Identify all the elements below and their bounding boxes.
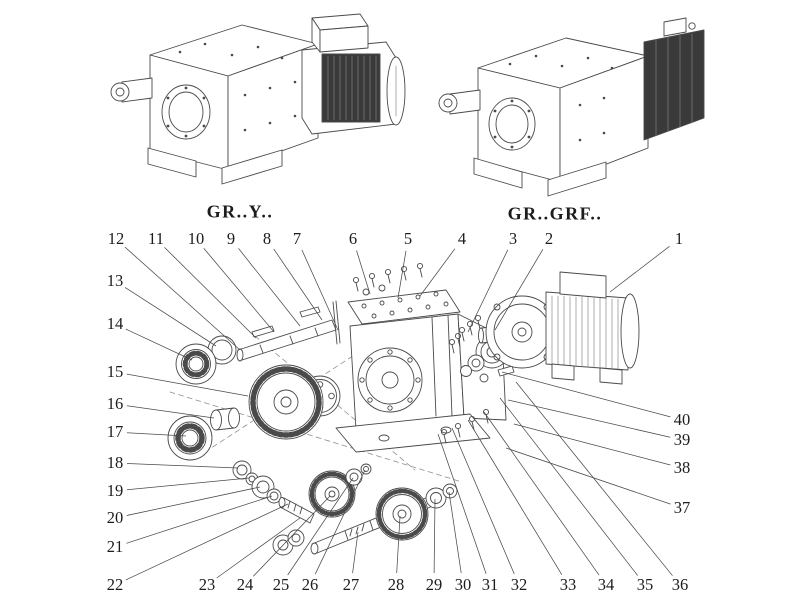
leader-line-1 (609, 246, 670, 293)
motor-exploded (478, 271, 640, 385)
callout-14: 14 (106, 313, 124, 333)
leader-line-16 (126, 405, 215, 419)
leader-line-37 (505, 447, 671, 505)
callout-38: 38 (673, 457, 691, 477)
leader-line-6 (356, 250, 371, 295)
cover-bolts (352, 262, 424, 296)
leader-line-33 (467, 419, 563, 575)
leader-line-9 (238, 248, 301, 327)
leader-line-39 (507, 399, 671, 438)
leader-line-7 (301, 249, 339, 331)
leader-line-23 (216, 517, 301, 579)
callout-20: 20 (106, 507, 124, 527)
leader-line-21 (126, 495, 273, 544)
model-label-gr-y: GR..Y.. (206, 201, 274, 222)
leader-line-2 (494, 249, 544, 331)
callout-26: 26 (301, 574, 319, 594)
callout-18: 18 (106, 452, 124, 472)
callout-5: 5 (403, 228, 413, 248)
leader-line-17 (126, 432, 187, 437)
leader-line-22 (125, 503, 289, 581)
callout-27: 27 (342, 574, 360, 594)
leader-line-40 (501, 371, 671, 418)
leader-line-27 (352, 531, 359, 574)
callout-6: 6 (348, 228, 358, 248)
callout-24: 24 (236, 574, 254, 594)
callout-9: 9 (226, 228, 236, 248)
leader-line-14 (125, 328, 193, 361)
leader-line-5 (397, 250, 407, 299)
callout-3: 3 (508, 228, 518, 248)
leader-line-25 (287, 477, 354, 576)
callout-37: 37 (673, 497, 691, 517)
callout-32: 32 (510, 574, 528, 594)
leader-line-31 (437, 433, 487, 574)
left-bearings-and-seals (167, 335, 237, 461)
leader-line-19 (126, 477, 250, 491)
leader-line-24 (253, 495, 331, 577)
leader-line-34 (483, 411, 600, 576)
callout-36: 36 (671, 574, 689, 594)
leader-line-3 (467, 249, 509, 333)
leader-line-35 (499, 397, 638, 576)
callout-34: 34 (597, 574, 615, 594)
callout-23: 23 (198, 574, 216, 594)
callout-8: 8 (262, 228, 272, 248)
gear-housing (335, 289, 507, 453)
exploded-view (167, 262, 640, 556)
callout-12: 12 (107, 228, 125, 248)
callout-19: 19 (106, 480, 124, 500)
gearbox-with-flange-drawing (438, 17, 705, 197)
leader-line-10 (203, 247, 275, 333)
callout-16: 16 (106, 393, 124, 413)
leader-line-30 (448, 491, 462, 574)
model-label-gr-grf: GR..GRF.. (507, 203, 603, 224)
leader-line-11 (164, 247, 257, 339)
callout-2: 2 (544, 228, 554, 248)
callout-22: 22 (106, 574, 124, 594)
input-shaft-assembly (236, 300, 341, 362)
callout-33: 33 (559, 574, 577, 594)
callout-1: 1 (674, 228, 684, 248)
leader-line-8 (273, 248, 323, 321)
callout-35: 35 (636, 574, 654, 594)
callout-31: 31 (481, 574, 499, 594)
callout-15: 15 (106, 361, 124, 381)
callout-4: 4 (457, 228, 467, 248)
callout-7: 7 (292, 228, 302, 248)
callout-30: 30 (454, 574, 472, 594)
leader-line-20 (126, 486, 261, 516)
leader-line-12 (124, 246, 241, 351)
leader-lines (124, 246, 673, 581)
leader-line-15 (126, 373, 249, 397)
callout-29: 29 (425, 574, 443, 594)
callout-28: 28 (387, 574, 405, 594)
output-shaft-assembly (272, 483, 458, 556)
callout-17: 17 (106, 421, 124, 441)
callout-11: 11 (148, 228, 164, 248)
leader-line-38 (513, 423, 671, 466)
callout-39: 39 (673, 429, 691, 449)
intermediate-pinion-assembly (232, 460, 315, 524)
leader-line-36 (515, 381, 673, 576)
callout-21: 21 (106, 536, 124, 556)
second-gear-assembly (308, 463, 372, 518)
leader-line-18 (126, 463, 239, 469)
leader-line-26 (314, 469, 366, 575)
leader-line-28 (396, 515, 401, 574)
callout-40: 40 (673, 409, 691, 429)
callout-10: 10 (187, 228, 205, 248)
leader-line-32 (451, 427, 515, 575)
callout-13: 13 (106, 270, 124, 290)
large-gear-assembly (210, 364, 341, 440)
leader-line-4 (419, 248, 456, 297)
callout-25: 25 (272, 574, 290, 594)
gearbox-with-motor-drawing (110, 13, 406, 185)
leader-line-29 (433, 498, 436, 574)
leader-line-13 (124, 287, 217, 347)
